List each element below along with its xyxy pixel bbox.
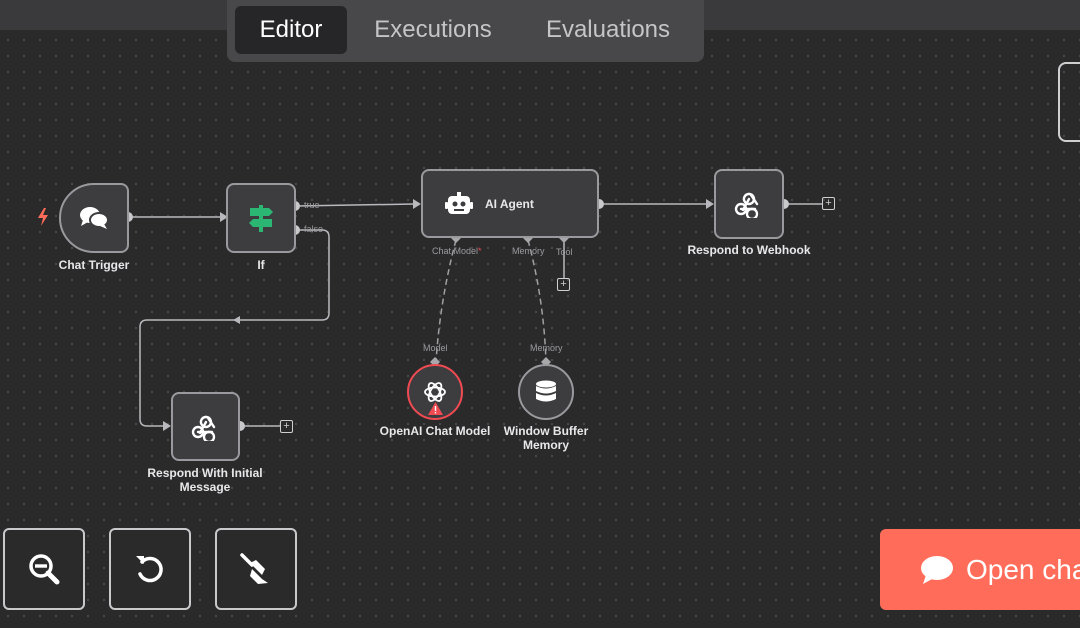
- side-panel-toggle[interactable]: [1058, 62, 1080, 142]
- memory-port-label: Memory: [530, 343, 563, 353]
- agent-port-tool: Tool: [556, 247, 573, 257]
- add-node-after-webhook-button[interactable]: +: [822, 197, 835, 210]
- chat-bubbles-icon: [80, 207, 109, 229]
- node-chat-trigger-label: Chat Trigger: [58, 258, 130, 272]
- node-if[interactable]: [226, 183, 296, 253]
- signpost-icon: [249, 205, 273, 232]
- connection-if-true-to-agent: [295, 203, 416, 207]
- node-if-label: If: [257, 258, 265, 272]
- robot-icon: [445, 191, 473, 214]
- open-chat-button[interactable]: Open chat: [880, 529, 1080, 610]
- connection-model-to-agent: [435, 239, 457, 363]
- agent-port-chat-model: Chat Model*: [432, 246, 482, 256]
- tab-executions[interactable]: Executions: [374, 16, 492, 43]
- node-respond-initial-label: Respond With Initial Message: [147, 466, 263, 494]
- webhook-icon: [734, 192, 759, 218]
- node-chat-trigger[interactable]: [59, 183, 129, 253]
- node-openai-chat-model-label: OpenAI Chat Model: [379, 424, 491, 438]
- tab-evaluations[interactable]: Evaluations: [545, 16, 671, 43]
- add-tool-button[interactable]: +: [557, 278, 570, 291]
- node-ai-agent[interactable]: AI Agent: [421, 169, 599, 238]
- agent-port-memory: Memory: [512, 246, 545, 256]
- if-true-output-label: true: [304, 200, 320, 210]
- database-icon: [536, 380, 556, 402]
- webhook-icon: [191, 415, 215, 441]
- warning-icon: [428, 402, 443, 415]
- node-window-buffer-memory[interactable]: [518, 364, 574, 420]
- node-respond-initial-message[interactable]: [171, 392, 240, 461]
- node-respond-to-webhook[interactable]: [714, 169, 784, 239]
- clear-canvas-button[interactable]: [215, 528, 297, 610]
- node-window-buffer-memory-label: Window Buffer Memory: [503, 424, 589, 452]
- view-tabs: Editor Executions Evaluations: [227, 0, 704, 62]
- broom-icon: [240, 553, 268, 584]
- node-respond-to-webhook-label: Respond to Webhook: [687, 243, 811, 257]
- tab-editor[interactable]: Editor: [235, 6, 347, 54]
- connection-memory-to-agent: [527, 239, 547, 363]
- model-port-label: Model: [423, 343, 448, 353]
- chat-bubble-icon: [921, 555, 953, 584]
- zoom-out-icon: [29, 554, 60, 585]
- add-node-after-respond-button[interactable]: +: [280, 420, 293, 433]
- zoom-out-button[interactable]: [3, 528, 85, 610]
- if-false-output-label: false: [304, 224, 324, 234]
- open-chat-label: Open chat: [966, 553, 1080, 585]
- trigger-bolt-icon: [38, 208, 48, 226]
- openai-icon: [424, 382, 446, 402]
- node-ai-agent-label: AI Agent: [485, 196, 534, 211]
- reset-zoom-button[interactable]: [109, 528, 191, 610]
- undo-icon: [136, 556, 163, 583]
